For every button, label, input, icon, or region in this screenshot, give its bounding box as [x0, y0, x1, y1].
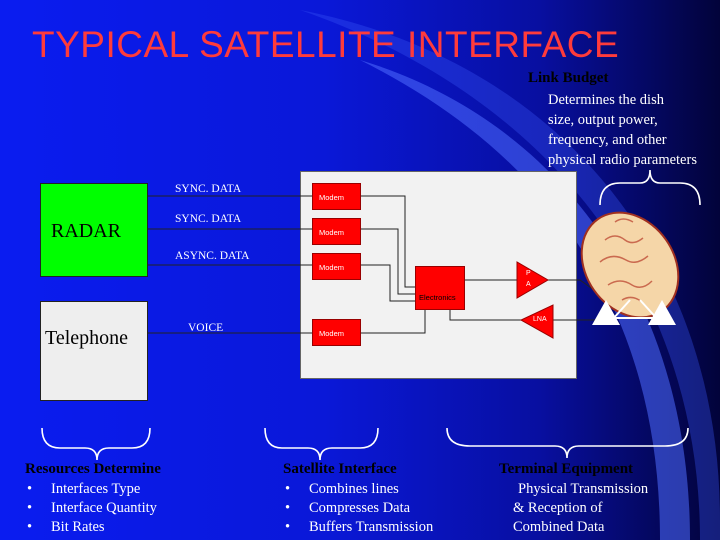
electronics-to-lna — [449, 308, 521, 321]
link-budget-brace — [599, 169, 701, 206]
satellite-interface-brace — [264, 427, 379, 461]
modem-4: Modem — [312, 319, 361, 346]
list-item: • Buffers Transmission — [283, 518, 433, 537]
pa-label-bottom: A — [526, 281, 531, 288]
list-item: • Compresses Data — [283, 499, 433, 518]
modem2-to-electronics — [360, 228, 415, 295]
satellite-interface-heading: Satellite Interface — [283, 461, 397, 477]
voice-label: VOICE — [188, 322, 224, 334]
bullet: • — [27, 519, 33, 535]
terminal-equipment-heading: Terminal Equipment — [499, 461, 634, 477]
list-item: • Interfaces Type — [25, 480, 157, 499]
bullet: • — [27, 481, 33, 497]
pa-label-top: P — [526, 270, 531, 277]
link-budget-text: Determines the dish size, output power, … — [548, 90, 720, 170]
sync-data-label-2: SYNC. DATA — [175, 213, 242, 225]
resources-item: Interfaces Type — [51, 481, 141, 497]
modem-label: Modem — [319, 263, 345, 272]
list-item: • Combines lines — [283, 480, 433, 499]
modem-3: Modem — [312, 253, 361, 280]
link-budget-line: size, output power, — [548, 112, 658, 128]
satellite-dish-icon — [580, 211, 680, 325]
modem3-to-electronics — [360, 264, 415, 302]
link-budget-line: physical radio parameters — [548, 152, 697, 168]
async-data-label: ASYNC. DATA — [175, 250, 250, 262]
link-budget-heading: Link Budget — [528, 70, 609, 86]
terminal-equipment-brace — [446, 427, 689, 459]
resources-brace — [41, 427, 151, 461]
terminal-equipment-text: Physical Transmission & Reception of Com… — [513, 480, 648, 537]
resources-item: Bit Rates — [51, 519, 105, 535]
bullet: • — [285, 500, 291, 516]
satellite-interface-list: • Combines lines • Compresses Data • Buffer… — [283, 480, 433, 537]
terminal-equipment-line: & Reception of — [513, 500, 603, 516]
power-amplifier-triangle — [516, 261, 549, 299]
modem-label: Modem — [319, 329, 345, 338]
lna-triangle — [519, 304, 554, 339]
bullet: • — [27, 500, 33, 516]
resources-item: Interface Quantity — [51, 500, 157, 516]
bullet: • — [285, 481, 291, 497]
modem1-to-electronics — [360, 195, 415, 288]
list-item: • Bit Rates — [25, 518, 157, 537]
modem-2: Modem — [312, 218, 361, 245]
satellite-interface-item: Buffers Transmission — [309, 519, 434, 535]
lna-label: LNA — [533, 316, 547, 323]
link-budget-line: Determines the dish — [548, 92, 664, 108]
telephone-label: Telephone — [45, 327, 129, 349]
modem-1: Modem — [312, 183, 361, 210]
resources-heading: Resources Determine — [25, 461, 161, 477]
modem-label: Modem — [319, 228, 345, 237]
link-budget-line: frequency, and other — [548, 132, 667, 148]
sync-data-label-1: SYNC. DATA — [175, 183, 242, 195]
list-item: • Interface Quantity — [25, 499, 157, 518]
slide-title: TYPICAL SATELLITE INTERFACE — [32, 24, 620, 65]
radar-label: RADAR — [51, 220, 122, 242]
terminal-equipment-line: Physical Transmission — [518, 481, 649, 497]
satellite-interface-item: Compresses Data — [309, 500, 411, 516]
telephone-box: Telephone — [40, 301, 148, 401]
radar-box: RADAR — [40, 183, 148, 277]
modem-label: Modem — [319, 193, 345, 202]
terminal-equipment-line: Combined Data — [513, 519, 605, 535]
electronics-box: Electronics — [415, 266, 465, 310]
satellite-interface-item: Combines lines — [309, 481, 399, 497]
modem4-to-electronics — [360, 308, 426, 334]
bullet: • — [285, 519, 291, 535]
resources-list: • Interfaces Type • Interface Quantity • Bi… — [25, 480, 157, 537]
electronics-label: Electronics — [419, 293, 456, 302]
